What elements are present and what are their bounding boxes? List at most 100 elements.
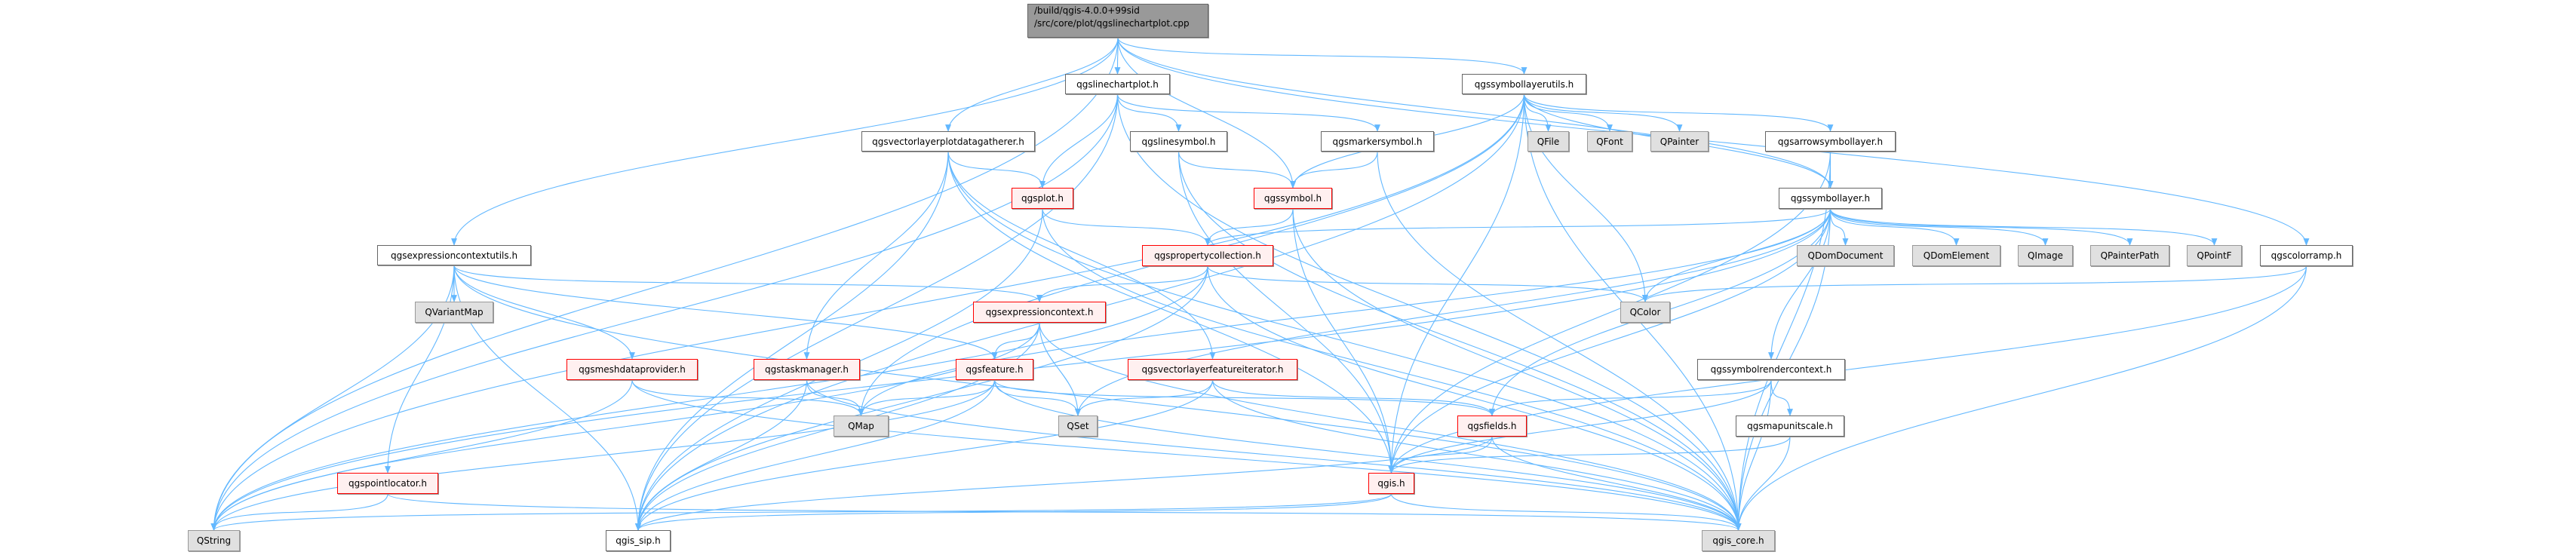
node-qpainterpath[interactable]: QPainterPath <box>2090 245 2169 266</box>
edge-qgsmeshdataprovider-to-qgis_core <box>631 379 1742 531</box>
node-qfont[interactable]: QFont <box>1587 131 1632 152</box>
edge-qgssymbollayer-to-QMap <box>858 208 1831 416</box>
root-path-line2: /src/core/plot/qgslinechartplot.cpp <box>1034 18 1190 29</box>
edge-qgssymbollayer-to-QSet <box>1075 208 1831 416</box>
edge-qgsvectorlayerplotdatagatherer-to-qgstaskmanager <box>803 151 949 360</box>
edge-qgspointlocator-to-QString <box>210 493 388 531</box>
edge-qgsvectorlayerfeatureiterator-to-qgsfields <box>1211 379 1495 416</box>
node-qvariantmap[interactable]: QVariantMap <box>415 302 493 323</box>
edge-qgsmarkersymbol-to-qgis_core <box>1377 151 1742 531</box>
node-qmap[interactable]: QMap <box>834 415 889 437</box>
edge-qgsexpressioncontextutils-to-qgsexpressioncontext <box>453 265 1042 302</box>
node-qgis-core[interactable]: qgis_core.h <box>1702 530 1775 551</box>
edge-qgscolorramp-to-qgis <box>1388 265 2307 474</box>
edge-qgsmapunitscale-to-qgis <box>1388 436 1791 474</box>
edge-root-to-qgssymbollayerutils <box>1117 37 1527 75</box>
edge-qgslinesymbol-to-qgis_core <box>1177 151 1742 531</box>
edge-qgssymbollayer-to-QPointF <box>1829 208 2218 246</box>
edge-qgssymbollayer-to-qgssymbolrendercontext <box>1768 208 1831 360</box>
node-qgslinesymbol[interactable]: qgslinesymbol.h <box>1130 131 1227 152</box>
edge-qgssymbolrendercontext-to-qgis <box>1388 379 1772 474</box>
node-qpointf[interactable]: QPointF <box>2187 245 2242 266</box>
edge-qgssymbollayerutils-to-QFile <box>1523 94 1552 132</box>
edge-qgssymbollayerutils-to-QColor <box>1523 94 1648 302</box>
node-qset[interactable]: QSet <box>1058 415 1098 437</box>
node-qdomdocument[interactable]: QDomDocument <box>1797 245 1894 266</box>
node-qgssymbollayer[interactable]: qgssymbollayer.h <box>1779 188 1882 209</box>
node-qgsexpressioncontextutils[interactable]: qgsexpressioncontextutils.h <box>377 245 531 265</box>
edge-qgsexpressioncontextutils-to-qgspointlocator <box>385 265 455 474</box>
edge-qgslinechartplot-to-qgsplot <box>1039 94 1119 189</box>
edge-qgssymbollayerutils-to-QFont <box>1523 94 1613 132</box>
node-qgssymbol[interactable]: qgssymbol.h <box>1254 188 1332 209</box>
node-qgstaskmanager[interactable]: qgstaskmanager.h <box>754 359 860 380</box>
edge-qgsvectorlayerfeatureiterator-to-qgis_core <box>1211 379 1742 531</box>
node-qgsvectorlayerplotdatagatherer[interactable]: qgsvectorlayerplotdatagatherer.h <box>861 131 1035 152</box>
edge-qgsexpressioncontext-to-qgis_core <box>1039 322 1742 531</box>
node-qdomelement[interactable]: QDomElement <box>1912 245 2000 266</box>
node-qgsplot[interactable]: qgsplot.h <box>1012 188 1073 209</box>
node-qgslinechartplot[interactable]: qgslinechartplot.h <box>1065 74 1170 94</box>
edge-qgssymbol-to-qgis <box>1292 208 1395 474</box>
node-qgsexpressioncontext[interactable]: qgsexpressioncontext.h <box>973 302 1106 323</box>
edge-qgssymbollayerutils-to-QString <box>210 94 1525 531</box>
node-qgsfeature[interactable]: qgsfeature.h <box>956 359 1033 380</box>
edge-qgsfeature-to-QSet <box>993 379 1081 416</box>
node-qgsmeshdataprovider[interactable]: qgsmeshdataprovider.h <box>566 359 698 380</box>
edge-qgsfeature-to-QString <box>210 379 996 531</box>
node-qgis[interactable]: qgis.h <box>1368 473 1414 494</box>
edge-root-to-qgsvectorlayerplotdatagatherer <box>945 37 1119 132</box>
edge-root-to-qgscolorramp <box>1117 37 2310 246</box>
edge-qgssymbollayerutils-to-QPainter <box>1523 94 1683 132</box>
node-qcolor[interactable]: QColor <box>1620 302 1670 323</box>
edge-qgsexpressioncontextutils-to-qgsmeshdataprovider <box>453 265 635 360</box>
edge-qgscolorramp-to-qgis_core <box>1735 265 2307 531</box>
edge-qgsvectorlayerfeatureiterator-to-QSet <box>1075 379 1214 416</box>
node-qgsmarkersymbol[interactable]: qgsmarkersymbol.h <box>1321 131 1434 152</box>
node-qgssymbollayerutils[interactable]: qgssymbollayerutils.h <box>1462 74 1586 94</box>
root-path-line1: /build/qgis-4.0.0+99sid <box>1034 5 1140 16</box>
node-qgsvectorlayerfeatureiterator[interactable]: qgsvectorlayerfeatureiterator.h <box>1128 359 1297 380</box>
edge-qgsfeature-to-QMap <box>858 379 996 416</box>
node-qgspointlocator[interactable]: qgspointlocator.h <box>337 473 438 494</box>
edge-qgssymbollayerutils-to-qgis <box>1388 94 1525 474</box>
edge-qgsvectorlayerplotdatagatherer-to-qgsplot <box>947 151 1045 189</box>
node-qimage[interactable]: QImage <box>2018 245 2073 266</box>
edge-qgslinesymbol-to-qgis <box>1177 151 1395 474</box>
edge-qgssymbollayer-to-QImage <box>1829 208 2049 246</box>
edge-qgis-to-qgis_core <box>1390 493 1742 531</box>
edge-qgstaskmanager-to-qgis_core <box>806 379 1742 531</box>
edge-qgsfeature-to-qgsfields <box>993 379 1495 416</box>
edge-qgslinechartplot-to-QString <box>210 94 1119 531</box>
edge-qgscolorramp-to-QColor <box>1642 265 2307 302</box>
edge-qgsmeshdataprovider-to-QMap <box>631 379 864 416</box>
node-qpainter[interactable]: QPainter <box>1650 131 1709 152</box>
edge-qgstaskmanager-to-QMap <box>806 379 864 416</box>
edge-qgslinechartplot-to-qgsmarkersymbol <box>1116 94 1380 132</box>
edge-qgsmarkersymbol-to-qgssymbol <box>1290 151 1378 189</box>
edge-root-to-qgssymbollayer <box>1117 37 1834 189</box>
node-qgsmapunitscale[interactable]: qgsmapunitscale.h <box>1736 415 1844 437</box>
node-qgssymbolrendercontext[interactable]: qgssymbolrendercontext.h <box>1697 359 1845 380</box>
edge-qgsplot-to-qgspropertycollection <box>1042 208 1211 246</box>
node-qgspropertycollection[interactable]: qgspropertycollection.h <box>1142 245 1273 266</box>
edge-qgsfeature-to-qgis_core <box>993 379 1742 531</box>
edge-qgspropertycollection-to-qgsexpressioncontext <box>1036 265 1208 302</box>
edge-qgssymbolrendercontext-to-qgsmapunitscale <box>1770 379 1793 416</box>
node-qgsarrowsymbollayer[interactable]: qgsarrowsymbollayer.h <box>1765 131 1896 152</box>
node-qgscolorramp[interactable]: qgscolorramp.h <box>2260 245 2353 266</box>
node-qgsfields[interactable]: qgsfields.h <box>1457 415 1527 437</box>
edge-qgis-to-qgis_sip <box>635 493 1392 531</box>
edge-qgsexpressioncontextutils-to-qgis_core <box>453 265 1742 531</box>
edge-qgssymbollayer-to-QPainterPath <box>1829 208 2133 246</box>
root-file-node[interactable]: /build/qgis-4.0.0+99sid /src/core/plot/q… <box>1027 4 1208 38</box>
node-qstring[interactable]: QString <box>188 530 240 551</box>
node-qgis-sip[interactable]: qgis_sip.h <box>606 530 671 551</box>
edge-qgsexpressioncontextutils-to-qgsfeature <box>453 265 998 360</box>
edge-qgsmeshdataprovider-to-QString <box>210 379 633 531</box>
edge-root-to-qgssymbol <box>1117 37 1296 189</box>
edge-qgspropertycollection-to-QColor <box>1207 265 1648 302</box>
node-qfile[interactable]: QFile <box>1527 131 1569 152</box>
edge-qgssymbollayer-to-qgspropertycollection <box>1205 208 1831 246</box>
